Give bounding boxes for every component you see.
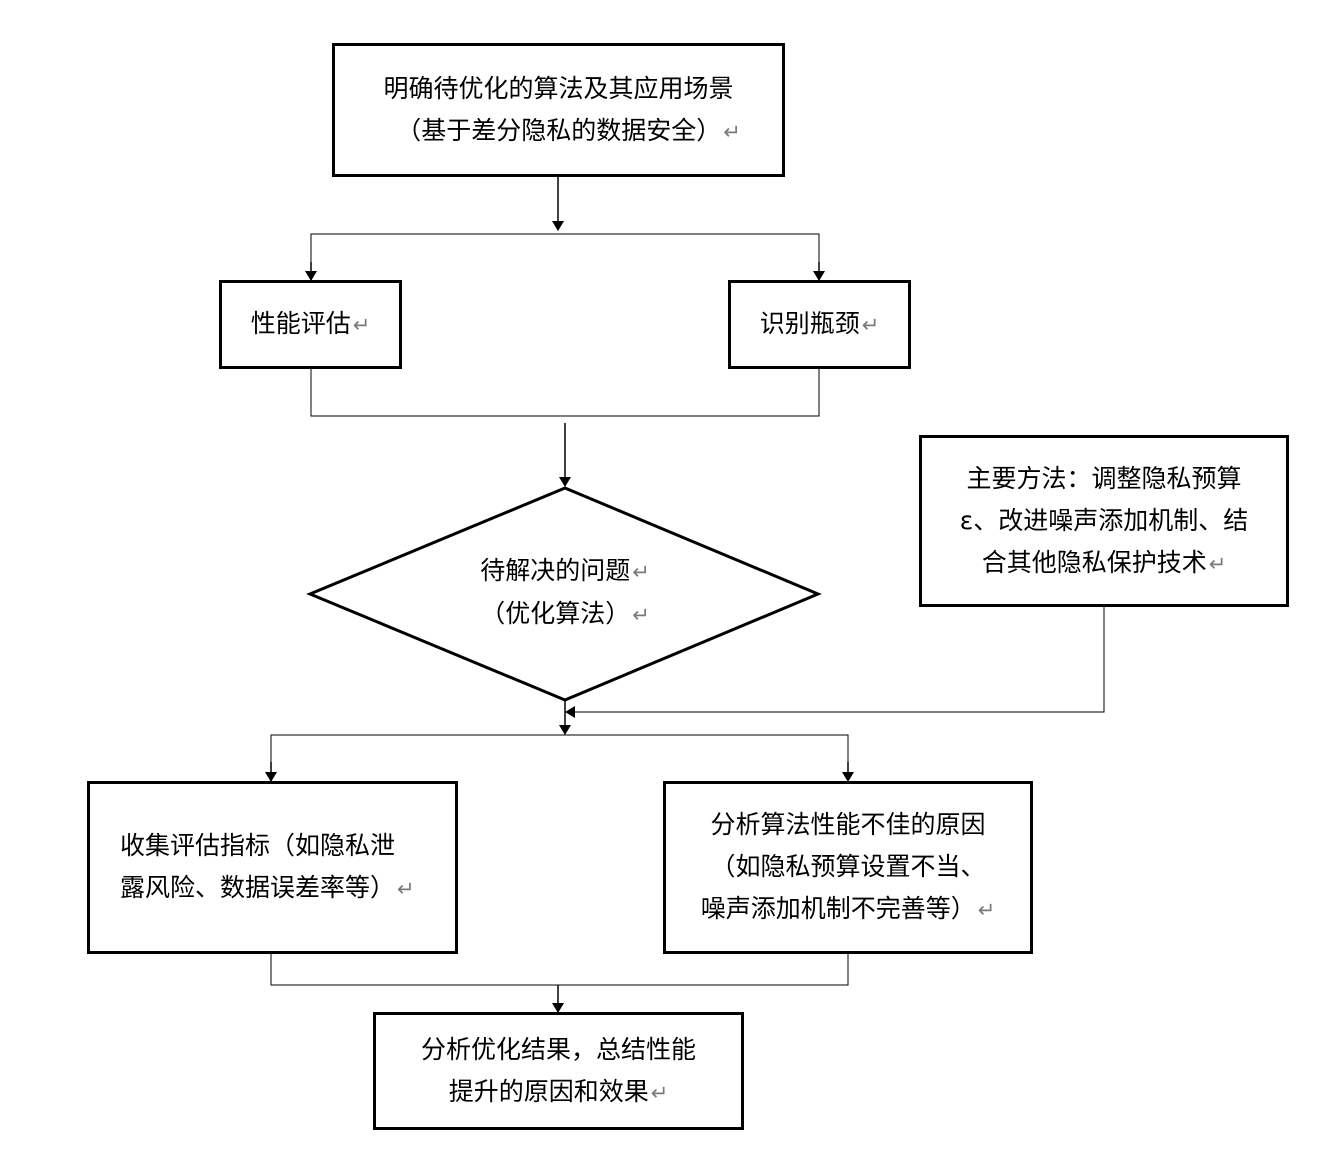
return-mark-icon: ↵ (632, 560, 650, 584)
main-methods-line-2: ε、改进噪声添加机制、结 (959, 505, 1249, 535)
connector-split-bottom (270, 734, 849, 781)
analyze-causes-line-1: 分析算法性能不佳的原因 (710, 810, 986, 839)
start-line-2: （基于差分隐私的数据安全）↵ (396, 115, 741, 145)
perf-eval-label: 性能评估↵ (250, 309, 371, 338)
bottleneck-label: 识别瓶颈↵ (759, 309, 880, 338)
return-mark-icon: ↵ (397, 877, 415, 901)
analyze-causes-box: 分析算法性能不佳的原因 （如隐私预算设置不当、 噪声添加机制不完善等）↵ (663, 781, 1033, 954)
decision-line-2: （优化算法）↵ (480, 599, 650, 628)
connector-split-top (310, 233, 820, 280)
decision-line-1: 待解决的问题↵ (480, 556, 650, 585)
main-methods-box: 主要方法：调整隐私预算 ε、改进噪声添加机制、结 合其他隐私保护技术↵ (919, 435, 1289, 607)
decision-text: 待解决的问题↵ （优化算法）↵ (420, 550, 710, 636)
analyze-causes-line-3: 噪声添加机制不完善等）↵ (700, 894, 996, 923)
decision-diamond (306, 486, 822, 702)
collect-metrics-line-1: 收集评估指标（如隐私泄 (120, 831, 396, 860)
collect-metrics-line-2: 露风险、数据误差率等）↵ (120, 873, 415, 902)
return-mark-icon: ↵ (632, 603, 650, 627)
result-line-1: 分析优化结果，总结性能 (420, 1034, 696, 1064)
perf-eval-box: 性能评估↵ (219, 280, 402, 369)
start-box: 明确待优化的算法及其应用场景 （基于差分隐私的数据安全）↵ (332, 43, 785, 177)
connector-merge-bottom (270, 954, 849, 986)
connector-main-methods (565, 606, 1105, 718)
return-mark-icon: ↵ (977, 898, 996, 922)
bottleneck-box: 识别瓶颈↵ (728, 280, 911, 369)
main-methods-line-3: 合其他隐私保护技术↵ (981, 547, 1227, 577)
return-mark-icon: ↵ (352, 313, 371, 337)
analyze-causes-line-2: （如隐私预算设置不当、 (710, 852, 986, 881)
connector-merge-top (310, 369, 820, 417)
return-mark-icon: ↵ (723, 119, 741, 144)
main-methods-line-1: 主要方法：调整隐私预算 (966, 463, 1242, 493)
return-mark-icon: ↵ (861, 313, 880, 337)
result-box: 分析优化结果，总结性能 提升的原因和效果↵ (373, 1012, 744, 1130)
collect-metrics-box: 收集评估指标（如隐私泄 露风险、数据误差率等）↵ (87, 781, 458, 954)
result-line-2: 提升的原因和效果↵ (448, 1076, 669, 1106)
start-line-1: 明确待优化的算法及其应用场景 (383, 73, 734, 103)
return-mark-icon: ↵ (1208, 551, 1227, 576)
return-mark-icon: ↵ (650, 1080, 669, 1105)
